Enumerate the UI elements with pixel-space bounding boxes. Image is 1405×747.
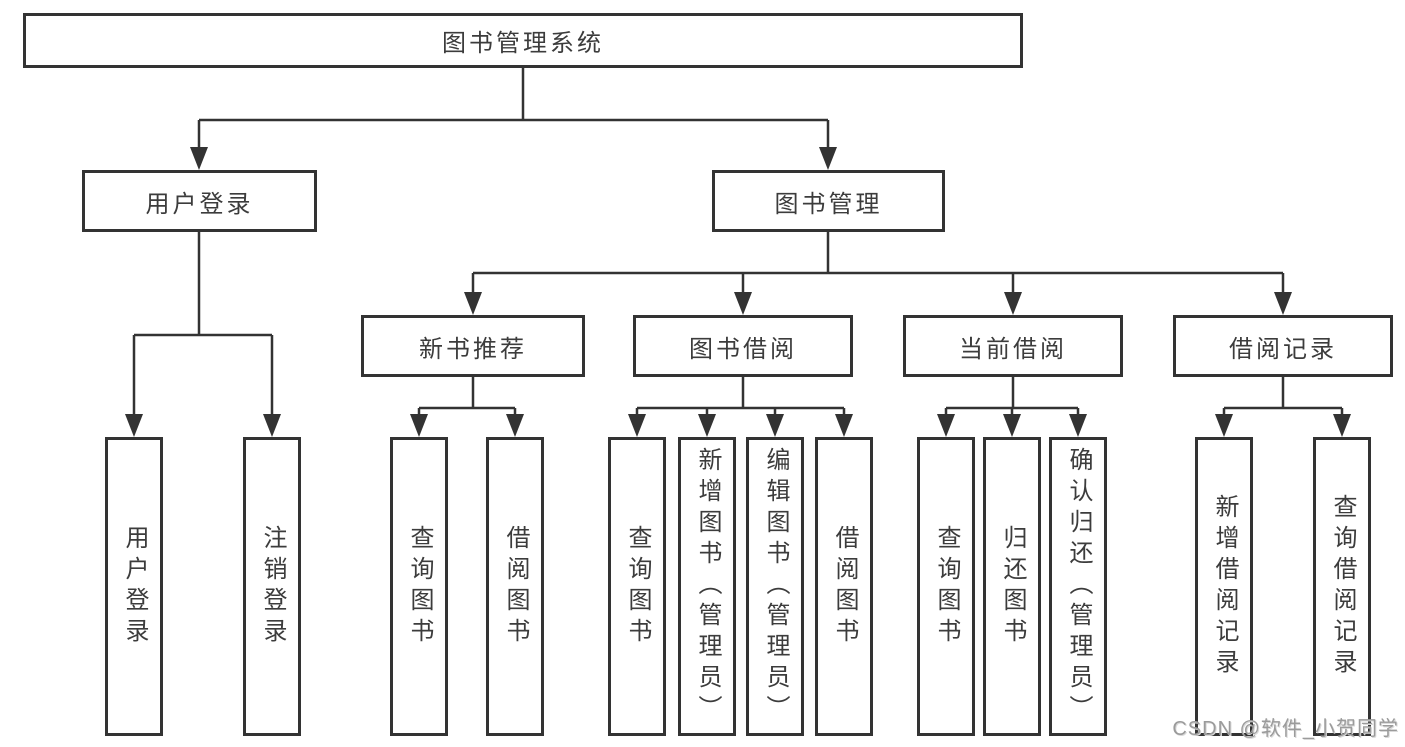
node-label: 查询图书	[933, 524, 960, 649]
arrow-down-icon	[263, 414, 281, 437]
arrow-down-icon	[1004, 292, 1022, 315]
arrow-down-icon	[628, 414, 646, 437]
node-br-add-record: 新增借阅记录	[1195, 437, 1253, 736]
arrow-down-icon	[410, 414, 428, 437]
node-cb-confirm-return-admin: 确认归还（管理员）	[1049, 437, 1107, 736]
node-br-query-record: 查询借阅记录	[1313, 437, 1371, 736]
arrow-down-icon	[1003, 414, 1021, 437]
arrow-down-icon	[1333, 414, 1351, 437]
node-book-borrowing: 图书借阅	[633, 315, 853, 377]
node-borrowing-records: 借阅记录	[1173, 315, 1393, 377]
node-bb-add-books-admin: 新增图书（管理员）	[678, 437, 736, 736]
node-bb-edit-books-admin: 编辑图书（管理员）	[746, 437, 804, 736]
arrow-down-icon	[835, 414, 853, 437]
node-current-borrowing: 当前借阅	[903, 315, 1123, 377]
node-label: 新书推荐	[419, 335, 527, 363]
node-label: 注销登录	[259, 524, 286, 649]
node-user-login-leaf: 用户登录	[105, 437, 163, 736]
node-label: 确认归还（管理员）	[1065, 447, 1092, 726]
node-label: 借阅图书	[831, 524, 858, 649]
node-label: 用户登录	[145, 190, 254, 218]
arrow-down-icon	[937, 414, 955, 437]
node-label: 借阅图书	[502, 524, 529, 649]
node-bb-query-books: 查询图书	[608, 437, 666, 736]
node-label: 归还图书	[999, 524, 1026, 649]
node-label: 编辑图书（管理员）	[762, 447, 789, 726]
node-label: 查询借阅记录	[1329, 493, 1356, 680]
node-cb-return-books: 归还图书	[983, 437, 1041, 736]
arrow-down-icon	[766, 414, 784, 437]
node-label: 用户登录	[121, 524, 148, 649]
node-user-login-group: 用户登录	[82, 170, 317, 232]
node-label: 图书管理	[774, 190, 883, 218]
arrow-down-icon	[190, 147, 208, 170]
node-bb-borrow-books: 借阅图书	[815, 437, 873, 736]
arrow-down-icon	[464, 292, 482, 315]
node-label: 图书借阅	[689, 335, 797, 363]
node-label: 图书管理系统	[442, 30, 604, 57]
arrow-down-icon	[1274, 292, 1292, 315]
arrow-down-icon	[698, 414, 716, 437]
connector-segments	[132, 68, 1344, 415]
node-label: 新增图书（管理员）	[694, 447, 721, 726]
node-new-book-recommend: 新书推荐	[361, 315, 585, 377]
arrowheads	[125, 147, 1351, 437]
node-label: 查询图书	[406, 524, 433, 649]
node-label: 借阅记录	[1229, 335, 1337, 363]
arrow-down-icon	[1069, 414, 1087, 437]
arrow-down-icon	[125, 414, 143, 437]
arrow-down-icon	[506, 414, 524, 437]
node-nbr-borrow-books: 借阅图书	[486, 437, 544, 736]
arrow-down-icon	[819, 147, 837, 170]
node-logout: 注销登录	[243, 437, 301, 736]
arrow-down-icon	[734, 292, 752, 315]
arrow-down-icon	[1215, 414, 1233, 437]
csdn-watermark: CSDN @软件_小贺同学	[1172, 718, 1399, 740]
node-cb-query-books: 查询图书	[917, 437, 975, 736]
node-label: 当前借阅	[959, 335, 1067, 363]
node-label: 查询图书	[624, 524, 651, 649]
node-book-management: 图书管理	[712, 170, 945, 232]
node-label: 新增借阅记录	[1211, 493, 1238, 680]
node-nbr-query-books: 查询图书	[390, 437, 448, 736]
node-root-library-system: 图书管理系统	[23, 13, 1023, 68]
